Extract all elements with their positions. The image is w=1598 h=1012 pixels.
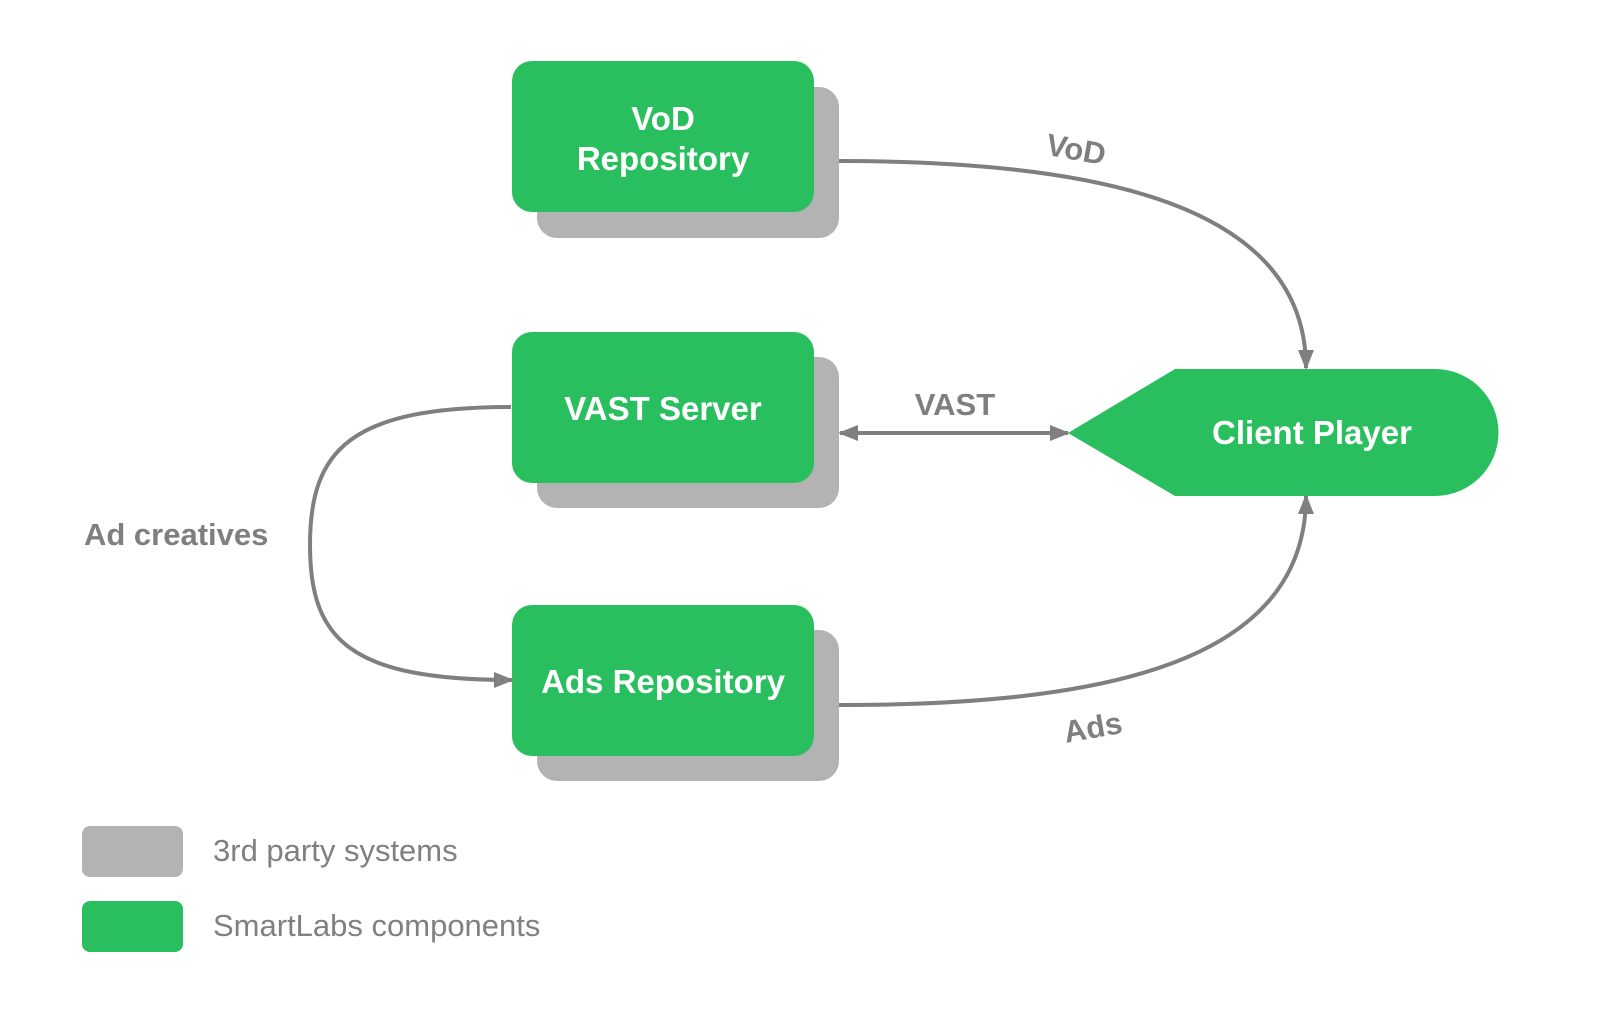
vod-edge [838,159,1314,370]
client-player-label: Client Player [1212,414,1412,451]
client-player-node[interactable]: Client Player [1068,369,1499,496]
vast-edge-label: VAST [915,387,995,422]
ads-edge [838,494,1314,707]
legend-swatch-smartlabs [82,901,183,952]
legend: 3rd party systems SmartLabs components [82,826,540,952]
legend-swatch-third-party [82,826,183,877]
ads-repository-box [512,605,814,756]
ad-creatives-edge-label: Ad creatives [84,517,268,552]
vast-server-node[interactable]: VAST Server [512,332,839,508]
legend-label-smartlabs: SmartLabs components [213,908,540,943]
vod-repository-label-line2: Repository [577,140,750,177]
legend-label-third-party: 3rd party systems [213,833,458,868]
vod-repository-label-line1: VoD [631,100,695,137]
ads-edge-label: Ads [1061,705,1125,750]
ads-repository-label: Ads Repository [541,663,786,700]
vod-repository-box [512,61,814,212]
ad-creatives-edge [307,405,514,688]
vod-edge-label: VoD [1044,127,1109,172]
vast-server-box [512,332,814,483]
ads-repository-node[interactable]: Ads Repository [512,605,839,781]
vast-server-label: VAST Server [564,390,762,427]
vod-repository-node[interactable]: VoD Repository [512,61,839,238]
client-player-shape [1068,369,1499,496]
